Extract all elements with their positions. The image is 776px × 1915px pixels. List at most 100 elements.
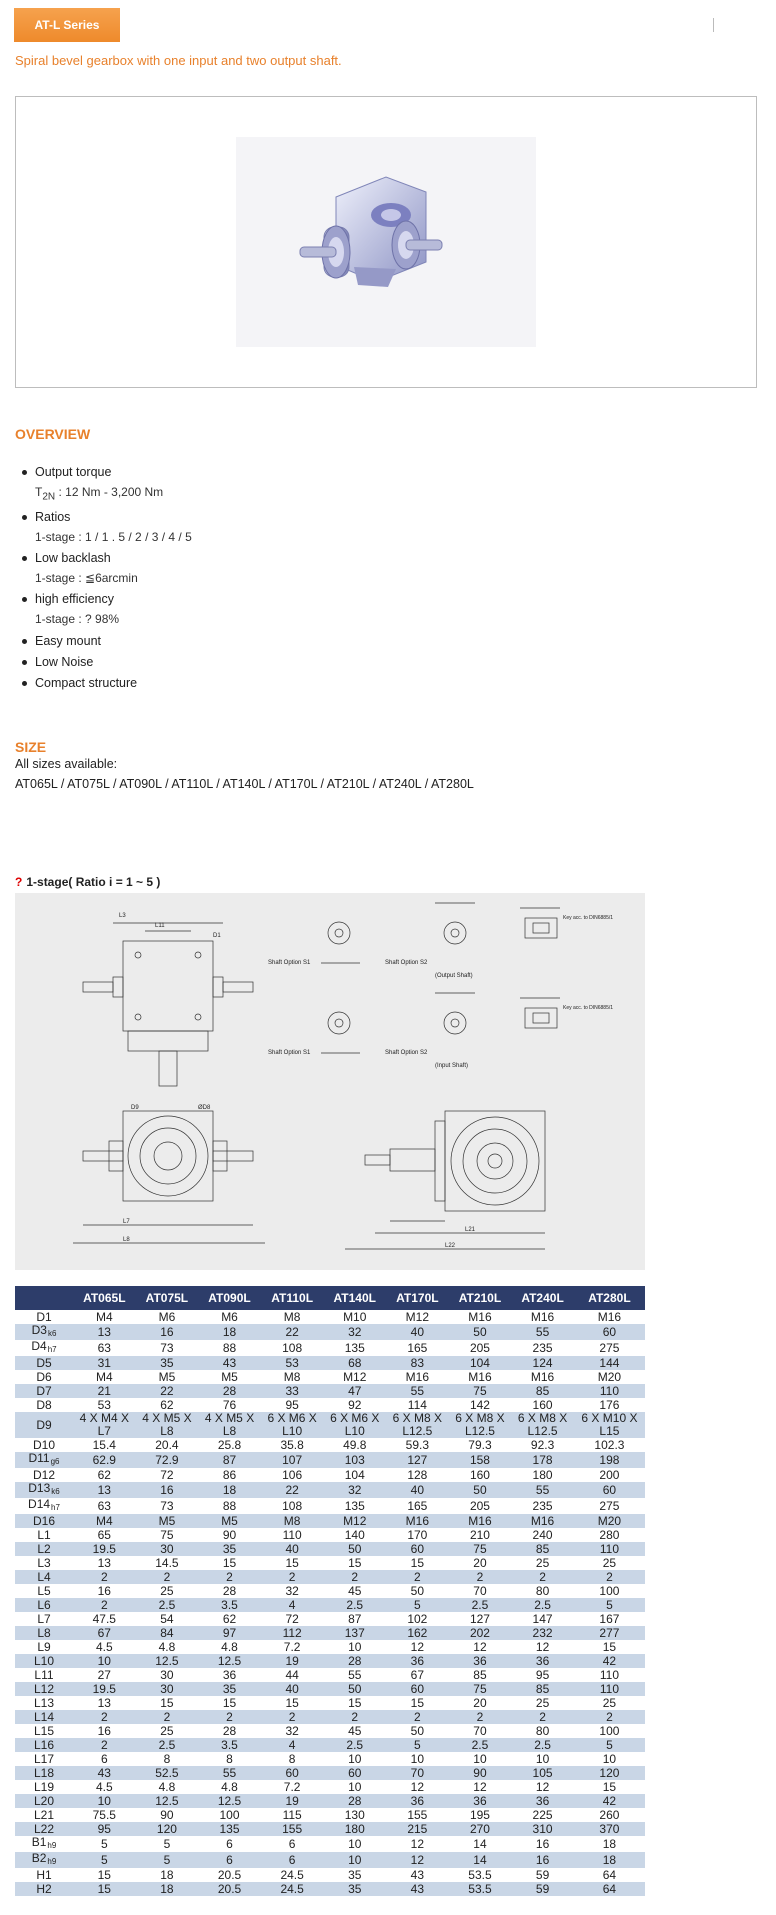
table-cell: 50 <box>410 1583 425 1598</box>
table-cell: 50 <box>323 1542 387 1556</box>
cell-line: L8 <box>222 1424 237 1438</box>
table-cell: 60 <box>573 1482 645 1498</box>
table-cell: M8 <box>283 1369 301 1384</box>
table-cell: 2 <box>573 1570 645 1584</box>
row-label-text: L15 <box>33 1723 55 1738</box>
table-cell: 202 <box>448 1626 512 1640</box>
row-label-text: D11 <box>28 1451 50 1465</box>
row-label-text: D7 <box>36 1383 52 1398</box>
table-cell: 31 <box>73 1356 136 1370</box>
table-cell: M5 <box>135 1514 199 1528</box>
table-cell: 100 <box>599 1583 620 1598</box>
row-label-text: L18 <box>33 1765 55 1780</box>
table-cell: M8 <box>283 1309 301 1324</box>
row-label-text: L14 <box>33 1709 55 1724</box>
table-cell: 30 <box>135 1542 199 1556</box>
table-cell: 83 <box>386 1356 449 1370</box>
table-cell: 5 <box>163 1836 171 1851</box>
table-cell: 19.5 <box>73 1542 136 1556</box>
row-label-text: L5 <box>37 1583 51 1598</box>
row-label-text: L20 <box>33 1793 55 1808</box>
table-cell: M6 <box>158 1309 176 1324</box>
table-cell: 43 <box>198 1356 261 1370</box>
table-cell: 4.8 <box>221 1779 238 1794</box>
table-cell: 16 <box>97 1583 111 1598</box>
drawing-label: Shaft Option S1 <box>268 1050 311 1056</box>
table-cell: 178 <box>511 1452 574 1468</box>
table-cell: 22 <box>260 1482 324 1498</box>
table-cell: 88 <box>222 1340 237 1355</box>
cell-line: 4 X M5 X <box>142 1411 192 1425</box>
row-label-text: L11 <box>34 1667 54 1682</box>
table-cell: 10 <box>410 1751 425 1766</box>
table-cell: 90 <box>222 1527 237 1542</box>
row-label-text: L3 <box>37 1555 51 1570</box>
table-cell: 60 <box>386 1542 449 1556</box>
table-cell: 4.8 <box>221 1639 238 1654</box>
table-cell: 67 <box>410 1667 425 1682</box>
table-cell: 2 <box>386 1710 449 1724</box>
table-cell: 28 <box>323 1794 387 1808</box>
row-label-text: D3 <box>31 1323 47 1337</box>
table-cell: 275 <box>599 1340 620 1355</box>
table-cell: 73 <box>160 1498 174 1513</box>
table-cell: 140 <box>344 1527 365 1542</box>
table-cell: 158 <box>448 1452 512 1468</box>
row-label-text: D10 <box>32 1437 55 1452</box>
table-cell: 59 <box>511 1882 574 1896</box>
table-cell: 7.2 <box>283 1639 301 1654</box>
list-item: Low Noise <box>20 652 420 672</box>
series-tab[interactable]: AT-L Series <box>14 8 120 42</box>
drawing-label: (Input Shaft) <box>435 1063 469 1069</box>
overview-title: OVERVIEW <box>15 426 91 442</box>
table-cell: 35 <box>135 1356 199 1370</box>
table-cell: 68 <box>323 1356 387 1370</box>
table-cell: 104 <box>448 1356 512 1370</box>
table-cell: 102.3 <box>594 1437 625 1452</box>
table-cell: 270 <box>448 1822 512 1836</box>
row-label-text: L22 <box>33 1821 55 1836</box>
table-cell: 28 <box>323 1654 387 1668</box>
table-cell: 28 <box>222 1583 237 1598</box>
row-label-text: L19 <box>33 1779 55 1794</box>
overview-item-label: Compact structure <box>35 676 138 691</box>
table-cell: 104 <box>344 1467 365 1482</box>
table-cell: 54 <box>160 1611 174 1626</box>
table-cell: 6 <box>198 1852 261 1868</box>
row-label: D8 <box>15 1398 73 1412</box>
table-cell: 60 <box>573 1324 645 1340</box>
table-cell: 130 <box>344 1807 365 1822</box>
row-label: H2 <box>15 1882 73 1896</box>
table-cell: 79.3 <box>468 1437 492 1452</box>
table-cell: 85 <box>511 1682 574 1696</box>
overview-list: Output torque T2N : 12 Nm - 3,200 Nm Rat… <box>20 462 420 693</box>
table-cell: 13 <box>97 1695 111 1710</box>
row-label: L7 <box>15 1612 73 1626</box>
row-label: D7 <box>15 1384 73 1398</box>
row-label: D6 <box>15 1370 73 1384</box>
table-cell: 32 <box>285 1723 299 1738</box>
table-cell: 25.8 <box>217 1437 242 1452</box>
row-label-text: L9 <box>37 1639 51 1654</box>
torque-subscript: 2N <box>42 491 56 503</box>
list-item: Compact structure <box>20 673 420 693</box>
table-cell: 16 <box>135 1482 199 1498</box>
table-cell: 36 <box>386 1654 449 1668</box>
table-cell: 15 <box>160 1695 174 1710</box>
table-cell: 24.5 <box>260 1882 324 1896</box>
table-cell: 8 <box>288 1751 296 1766</box>
table-cell: 13 <box>73 1482 136 1498</box>
table-cell: 40 <box>386 1324 449 1340</box>
table-cell: 92.3 <box>530 1437 555 1452</box>
table-cell: 275 <box>599 1498 620 1513</box>
table-cell: 165 <box>407 1498 428 1513</box>
table-cell: 63 <box>97 1498 111 1513</box>
table-cell: 64 <box>602 1867 617 1882</box>
